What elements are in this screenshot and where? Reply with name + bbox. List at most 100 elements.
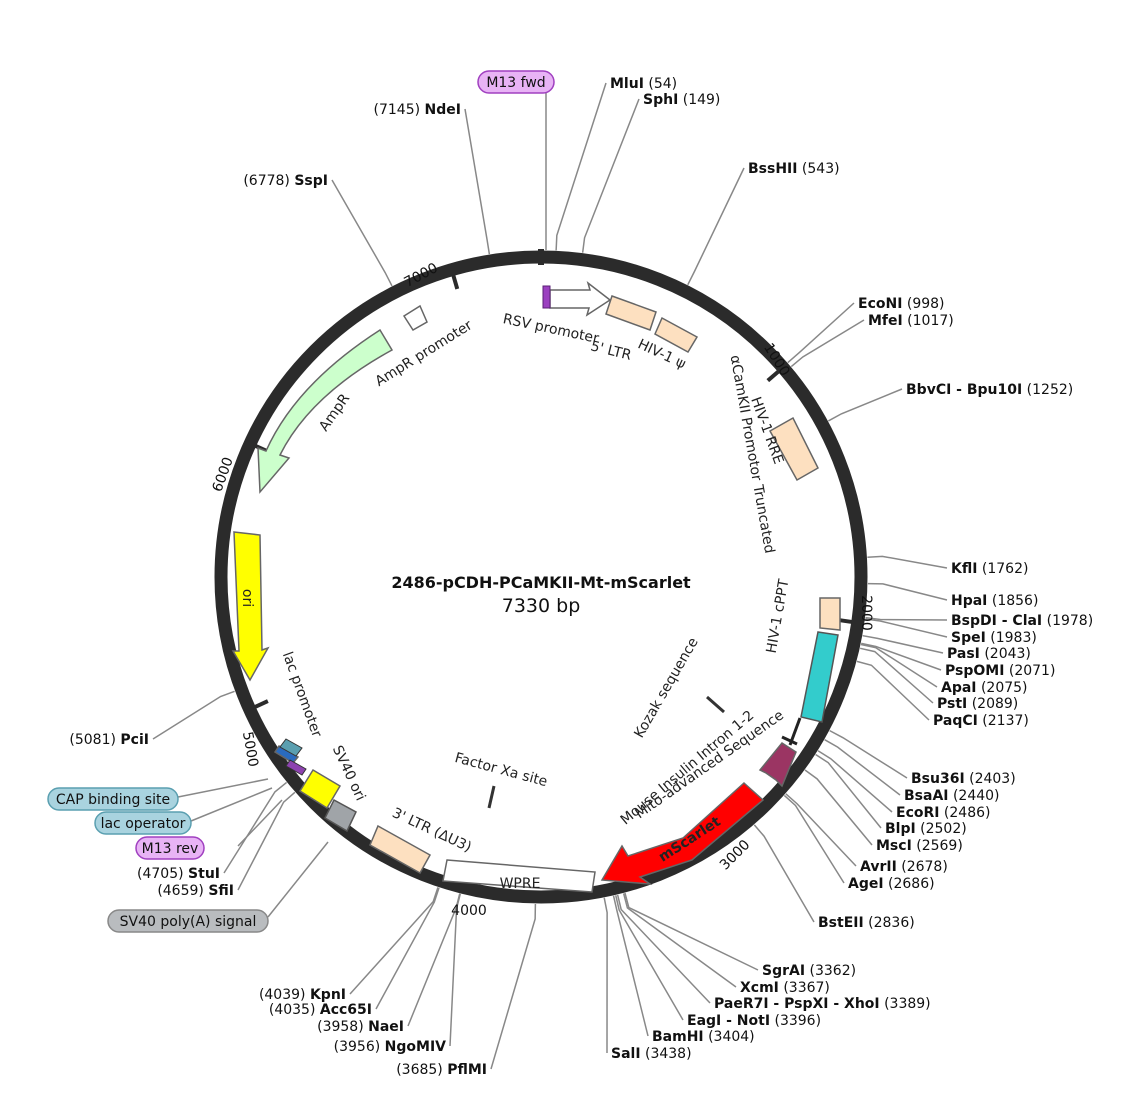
feature-label-kozak-sequence: Kozak sequence (631, 635, 701, 741)
feature-hiv-1 (654, 316, 699, 354)
tag-leader (177, 778, 269, 798)
site-position: (2569) (912, 838, 963, 854)
site-leader-bamhi (612, 895, 649, 1037)
site-leader-eagi-noti (615, 895, 684, 1021)
feature-wpre (442, 859, 596, 893)
site-leader-mlui (555, 82, 607, 251)
site-name: AvrII (860, 859, 897, 875)
site-name: ApaI (941, 680, 977, 696)
site-blpi: BlpI (2502) (885, 821, 967, 837)
site-name: SgrAI (762, 963, 805, 979)
site-pcii: (5081) PciI (69, 732, 149, 748)
feature-hiv-1-cppt (819, 597, 841, 631)
site-name: BspDI - ClaI (951, 613, 1042, 629)
site-apai: ApaI (2075) (941, 680, 1028, 696)
site-position: (1983) (986, 630, 1037, 646)
lac-operator-tag (94, 811, 192, 835)
site-leader-lines (152, 82, 948, 1070)
sv40-poly-a-signal-label: SV40 poly(A) signal (120, 914, 257, 930)
m13-fwd-tag (477, 70, 555, 94)
site-position: (5081) (69, 732, 120, 748)
site-pflmi: (3685) PflMI (396, 1062, 487, 1078)
site-position: (2486) (939, 805, 990, 821)
site-pasi: PasI (2043) (947, 646, 1031, 662)
site-name: PaeR7I - PspXI - XhoI (714, 996, 880, 1012)
site-leader-pflmi (490, 903, 537, 1070)
tag-leader (237, 799, 283, 847)
site-name: KflI (951, 561, 977, 577)
site-name: StuI (188, 866, 220, 882)
feature-hiv-1-rre (768, 416, 819, 482)
feature-3-ltr-u3 (369, 824, 432, 875)
site-leader-blpi (815, 753, 882, 829)
site-name: NdeI (425, 102, 461, 118)
site-leader-paer7i-pspxi-xhoi (616, 894, 711, 1004)
site-name: KpnI (310, 987, 346, 1003)
site-mlui: MluI (54) (610, 76, 677, 92)
site-spei: SpeI (1983) (951, 630, 1037, 646)
site-leader-kfli (867, 555, 948, 569)
site-name: EcoNI (858, 296, 902, 312)
site-position: (3389) (880, 996, 931, 1012)
site-position: (3396) (770, 1013, 821, 1029)
site-position: (998) (902, 296, 944, 312)
m13-rev-tag (135, 836, 205, 860)
cap-binding-site-tag (47, 787, 179, 811)
site-name: SpeI (951, 630, 986, 646)
feature-kozak-sequence (706, 695, 725, 714)
site-bamhi: BamHI (3404) (652, 1029, 755, 1045)
site-name: MscI (876, 838, 912, 854)
site-name: XcmI (740, 980, 779, 996)
site-position: (4035) (269, 1002, 320, 1018)
site-position: (3404) (704, 1029, 755, 1045)
site-ngomiv: (3956) NgoMIV (334, 1039, 447, 1055)
site-position: (149) (678, 92, 720, 108)
site-eagi-noti: EagI - NotI (3396) (687, 1013, 821, 1029)
feature-ampr (257, 328, 394, 494)
site-position: (3367) (779, 980, 830, 996)
tick-mark (254, 699, 269, 709)
site-leader-pasi (862, 634, 944, 654)
tick-label: 5000 (239, 730, 261, 768)
plasmid-name: 2486-pCDH-PCaMKII-Mt-mScarlet (391, 573, 691, 592)
site-leader-bsu36i (829, 729, 908, 779)
site-name: HpaI (951, 593, 987, 609)
site-name: BlpI (885, 821, 916, 837)
site-leader-ecori (817, 750, 893, 813)
feature-mito-advanced-sequence (758, 742, 797, 788)
feature-ampr-promoter (402, 304, 428, 332)
site-name: PasI (947, 646, 980, 662)
feature-5-ltr (605, 295, 657, 331)
site-name: AgeI (848, 876, 884, 892)
site-pspomi: PspOMI (2071) (945, 663, 1055, 679)
site-avrii: AvrII (2678) (860, 859, 948, 875)
site-agei: AgeI (2686) (848, 876, 935, 892)
site-leader-xcmi (622, 893, 737, 988)
site-leader-spei (865, 618, 948, 638)
site-psti: PstI (2089) (937, 696, 1018, 712)
site-leader-avrii (785, 793, 857, 867)
site-leader-bspdi-clai (865, 616, 948, 621)
site-position: (2075) (977, 680, 1028, 696)
site-econi: EcoNI (998) (858, 296, 945, 312)
feature-label-lac-promoter: lac promoter (279, 650, 325, 740)
feature-label-ampr-promoter: AmpR promoter (372, 317, 475, 390)
site-bsu36i: Bsu36I (2403) (911, 771, 1016, 787)
site-leader-stui (223, 781, 288, 874)
site-position: (4039) (259, 987, 310, 1003)
feature-label-ori: ori (239, 589, 255, 607)
site-name: PflMI (447, 1062, 487, 1078)
site-leader-bbvci-bpu10i (827, 388, 903, 422)
site-bsaai: BsaAI (2440) (904, 788, 1000, 804)
site-position: (2686) (884, 876, 935, 892)
site-leader-sali (603, 897, 608, 1054)
site-leader-msci (804, 769, 873, 846)
tick-mark (451, 274, 460, 290)
site-position: (543) (797, 161, 839, 177)
site-xcmi: XcmI (3367) (740, 980, 830, 996)
m13-rev-box (285, 759, 307, 776)
site-leader-psti (859, 647, 934, 704)
site-position: (3362) (805, 963, 856, 979)
site-position: (2043) (980, 646, 1031, 662)
